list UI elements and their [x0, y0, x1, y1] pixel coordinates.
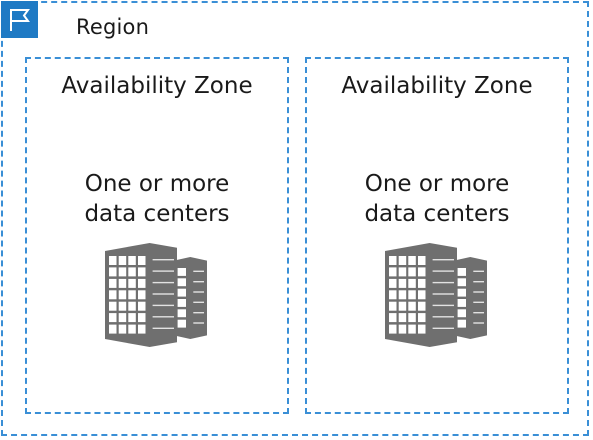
availability-zone-2: Availability Zone One or more data cente…: [305, 57, 569, 414]
region-label: Region: [76, 15, 150, 39]
data-center-icon: [105, 243, 215, 349]
flag-icon: [1, 1, 38, 38]
description-line-1: One or more: [84, 171, 230, 197]
description-line-2: data centers: [364, 201, 510, 227]
availability-zone-description: One or more data centers: [27, 169, 287, 229]
availability-zone-1: Availability Zone One or more data cente…: [25, 57, 289, 414]
availability-zone-description: One or more data centers: [307, 169, 567, 229]
description-line-1: One or more: [364, 171, 510, 197]
data-center-icon: [385, 243, 495, 349]
availability-zone-title: Availability Zone: [341, 73, 533, 99]
availability-zone-title: Availability Zone: [61, 73, 253, 99]
description-line-2: data centers: [84, 201, 230, 227]
